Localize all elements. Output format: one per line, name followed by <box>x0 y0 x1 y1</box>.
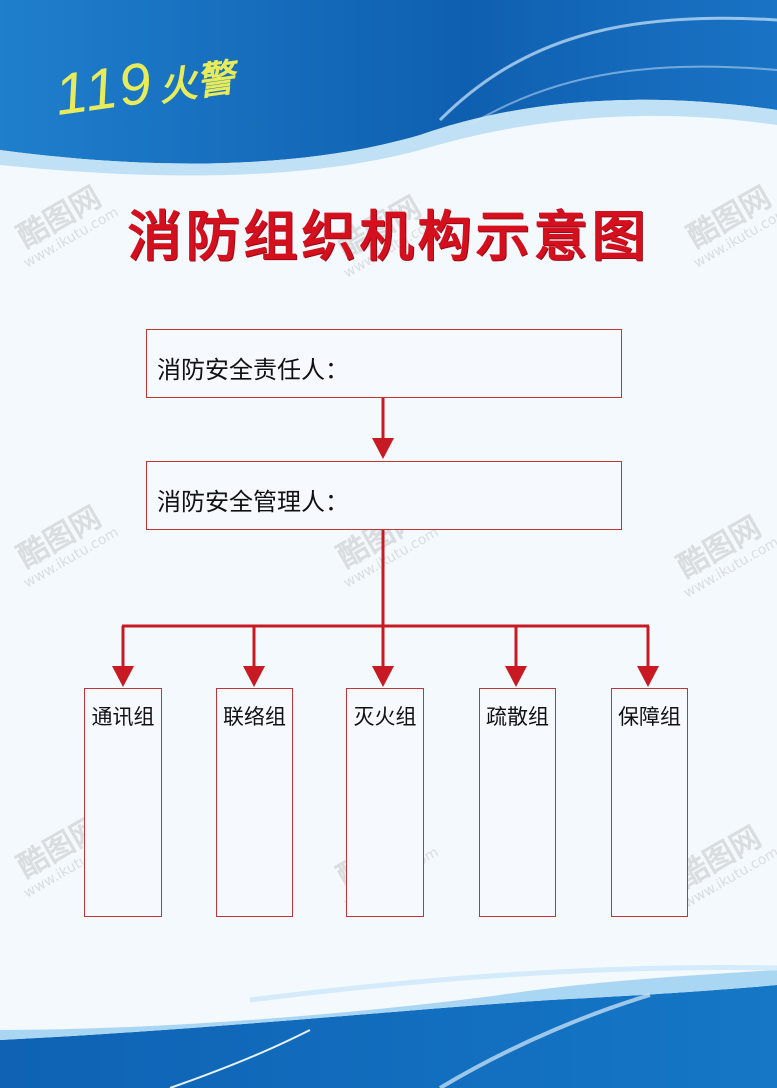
brand-text: 火警 <box>155 55 238 110</box>
group-box-evacuation: 疏散组 <box>479 688 556 917</box>
group-box-communication: 通讯组 <box>84 688 162 917</box>
responsible-person-label: 消防安全责任人： <box>157 356 349 384</box>
group-label: 联络组 <box>223 705 286 729</box>
group-label: 通讯组 <box>91 705 155 729</box>
brand-number: 119 <box>50 49 158 129</box>
manager-person-label: 消防安全管理人： <box>157 488 349 516</box>
page-title: 消防组织机构示意图 <box>127 205 650 268</box>
group-label: 疏散组 <box>486 705 549 729</box>
group-box-support: 保障组 <box>611 688 688 917</box>
group-label: 保障组 <box>618 705 681 729</box>
group-box-firefighting: 灭火组 <box>346 688 424 917</box>
responsible-person-box: 消防安全责任人： <box>146 329 622 398</box>
manager-person-box: 消防安全管理人： <box>146 461 622 530</box>
group-label: 灭火组 <box>353 705 417 729</box>
group-box-liaison: 联络组 <box>216 688 293 917</box>
